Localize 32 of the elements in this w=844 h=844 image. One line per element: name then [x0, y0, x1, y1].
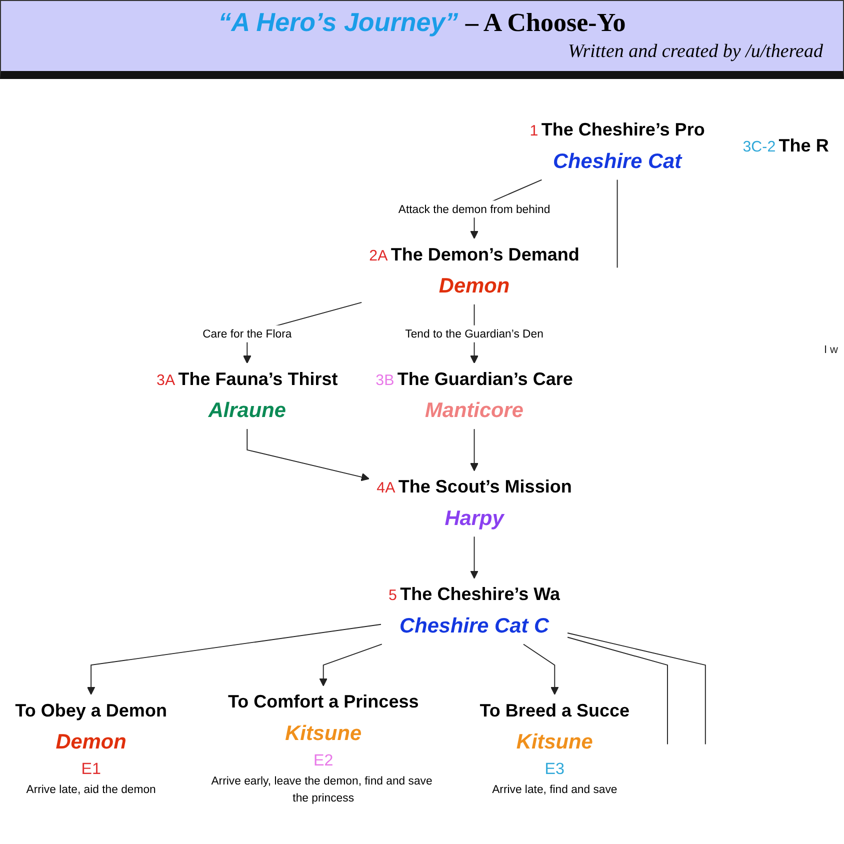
node-text: The Fauna’s Thirst Alraune	[178, 370, 338, 422]
node-text: To Comfort a Princess Kitsune E2 Arrive early, leave the demon, find and save the princess	[211, 692, 432, 804]
arrow	[86, 624, 382, 695]
edge-label: Attack the demon from behind	[398, 202, 550, 216]
label-text: I w	[824, 344, 838, 356]
node-text: The R	[778, 136, 829, 156]
node-label: 2A	[369, 248, 388, 264]
node-label: 3B	[376, 372, 394, 389]
node-label: 3C-2	[742, 139, 776, 156]
connector	[567, 636, 668, 745]
title-text: “A Hero’s Journey” – A Choose-Yo	[217, 7, 627, 38]
arrow	[470, 428, 478, 472]
edge-label: Care for the Flora	[202, 327, 292, 340]
arrow	[246, 428, 370, 482]
node-label: 3A	[156, 372, 176, 389]
connector	[567, 632, 706, 745]
arrow	[470, 536, 478, 579]
node-label: 1	[530, 123, 538, 140]
node-text: To Breed a Succe Kitsune E3 Arrive late, find and save	[480, 701, 630, 796]
connector	[616, 179, 618, 268]
arrow	[319, 644, 382, 686]
node-text: To Obey a Demon Demon E1 Arrive late, aid the demon	[15, 701, 167, 796]
node-text: The Scout’s Mission Harpy	[398, 477, 572, 530]
node-label: 4A	[376, 480, 396, 496]
node-label: 5	[388, 588, 397, 604]
byline-text: Written and created by /u/theread	[568, 41, 823, 63]
node-text: The Demon’s Demand Demon	[390, 245, 580, 297]
arrow	[523, 644, 559, 695]
node-text: The Guardian’s Care Manticore	[397, 370, 573, 422]
node-text: The Cheshire’s Pro Cheshire Cat	[541, 120, 705, 172]
edge-label: Tend to the Guardian’s Den	[405, 327, 544, 340]
node-text: The Cheshire’s Wa Cheshire Cat C	[400, 584, 560, 637]
